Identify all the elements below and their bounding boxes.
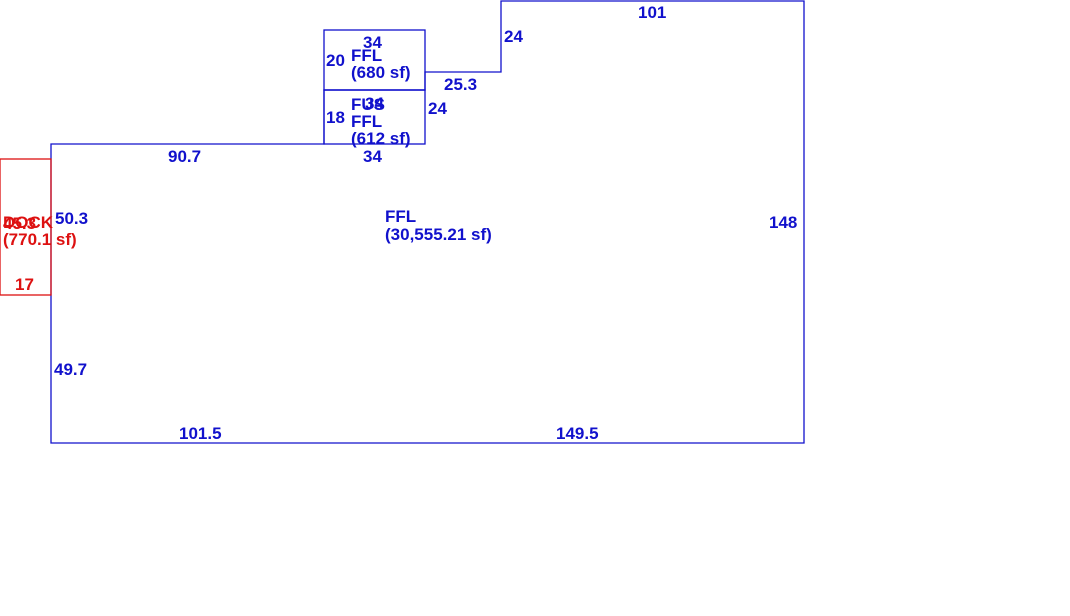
dim-left-lower: 49.7: [54, 360, 87, 379]
upper-box-area: (680 sf): [351, 63, 411, 82]
dock-overlap-text: 45.3: [3, 214, 36, 233]
lower-box-area: (612 sf): [351, 129, 411, 148]
dim-notch-horizontal: 25.3: [444, 75, 477, 94]
main-area-name: FFL: [385, 207, 416, 226]
main-area-size: (30,555.21 sf): [385, 225, 492, 244]
dim-right-side: 148: [769, 213, 797, 232]
dim-left-upper: 50.3: [55, 209, 88, 228]
upper-box-name: FFL: [351, 46, 382, 65]
dim-dock-bottom: 17: [15, 275, 34, 294]
dim-top-right: 101: [638, 3, 666, 22]
lower-box-name-line2: FFL: [351, 112, 382, 131]
dock-outline: [0, 158, 52, 296]
dim-notch-vertical: 24: [504, 27, 523, 46]
dock-name: DOCK: [3, 213, 54, 232]
dim-bottom-left: 101.5: [179, 424, 222, 443]
dim-bottom-right: 149.5: [556, 424, 599, 443]
dim-upper-box-top: 34: [363, 33, 382, 52]
lower-box-overlap-text: 34: [365, 94, 384, 113]
dim-lower-box-left: 18: [326, 108, 345, 127]
dim-lower-box-right: 24: [428, 99, 447, 118]
main-area-outline: [50, 0, 805, 444]
dim-lower-box-bottom: 34: [363, 147, 382, 166]
dock-area: (770.1 sf): [3, 230, 77, 249]
lower-box-outline: [323, 89, 426, 145]
dim-upper-box-left: 20: [326, 51, 345, 70]
dim-top-left: 90.7: [168, 147, 201, 166]
lower-box-name-line1: FUS: [351, 95, 385, 114]
